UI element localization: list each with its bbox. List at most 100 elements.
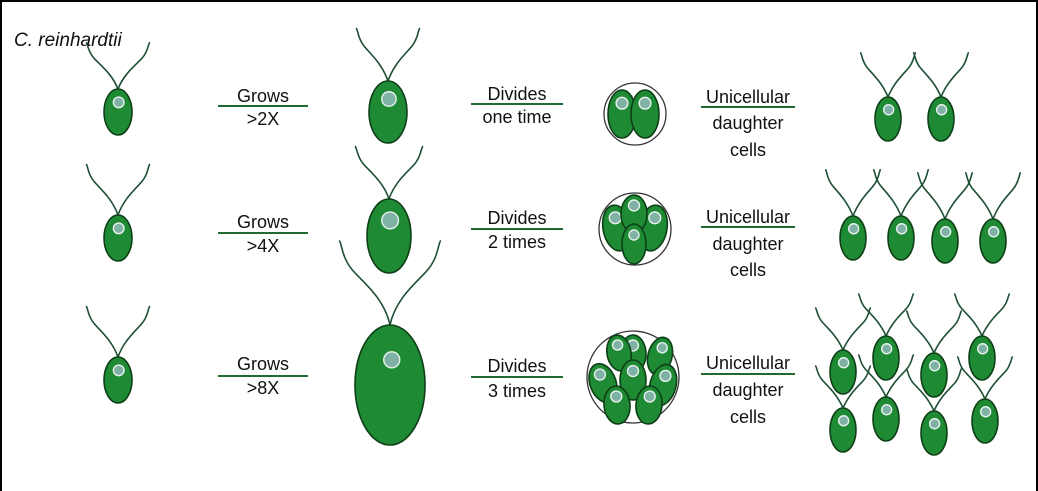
cell-nucleus: [882, 405, 892, 415]
cell-nucleus: [941, 227, 951, 237]
row3-mother-cell: [584, 331, 681, 425]
flagellum-right: [993, 173, 1020, 219]
row1-daughter-cell: [861, 53, 916, 141]
flagellum-right: [886, 294, 913, 336]
flagellum-left: [357, 29, 389, 82]
cell-nucleus: [644, 391, 656, 403]
row1-grown-cell: [357, 29, 420, 144]
cell-nucleus: [937, 105, 947, 115]
flagellum-left: [826, 170, 853, 216]
cell-nucleus: [610, 391, 622, 403]
cell-nucleus: [113, 223, 124, 234]
row3-daughter-cell: [859, 294, 914, 380]
cell-nucleus: [839, 416, 849, 426]
cell-body: [980, 219, 1006, 263]
row3-grow-factor: >8X: [247, 378, 280, 398]
flagellum-left: [955, 294, 982, 336]
flagellum-right: [843, 308, 870, 350]
row3-grow-label: Grows: [237, 354, 289, 374]
row2-divide-label: Divides: [487, 208, 546, 228]
flagellum-left: [907, 311, 934, 353]
cell-body: [921, 411, 947, 455]
flagellum-right: [118, 43, 150, 89]
flagellum-right: [118, 165, 150, 215]
cell-nucleus: [989, 227, 999, 237]
cell-nucleus: [629, 200, 640, 211]
row3-result-label-bottom: cells: [730, 407, 766, 427]
row1-grow-label: Grows: [237, 86, 289, 106]
cell-body: [104, 357, 132, 403]
row2-daughter-cell: [966, 173, 1021, 263]
flagellum-right: [388, 29, 420, 82]
cell-body: [104, 89, 132, 135]
row3-divide-count: 3 times: [488, 381, 546, 401]
row2-result-label-mid: daughter: [712, 234, 783, 254]
cell-body: [873, 336, 899, 380]
flagellum-left: [816, 308, 843, 350]
flagellum-left: [918, 173, 945, 219]
cell-nucleus: [384, 352, 400, 368]
inner-daughter-cell: [622, 224, 646, 264]
cell-body: [972, 399, 998, 443]
flagellum-left: [87, 165, 119, 215]
cell-nucleus: [884, 105, 894, 115]
row1-divide-count: one time: [482, 107, 551, 127]
flagellum-left: [861, 53, 888, 97]
figure-title: C. reinhardtii: [14, 30, 122, 51]
cell-body: [969, 336, 995, 380]
cell-body: [875, 97, 901, 141]
row1-daughter-cell: [914, 53, 969, 141]
cell-body: [830, 408, 856, 452]
cells-layer: [87, 29, 1021, 456]
flagellum-right: [901, 170, 928, 216]
row3-starting-cell: [87, 307, 150, 403]
flagellum-left: [859, 294, 886, 336]
row2-result-label-bottom: cells: [730, 260, 766, 280]
row2-divide-count: 2 times: [488, 232, 546, 252]
flagellum-left: [87, 307, 119, 357]
cell-nucleus: [882, 344, 892, 354]
row2-daughter-cell: [826, 170, 881, 260]
row2-grow-label: Grows: [237, 212, 289, 232]
cell-body: [888, 216, 914, 260]
cell-nucleus: [897, 224, 907, 234]
flagellum-right: [118, 307, 150, 357]
row3-divide-label: Divides: [487, 356, 546, 376]
cell-nucleus: [616, 97, 628, 109]
row2-starting-cell: [87, 165, 150, 261]
cell-nucleus: [849, 224, 859, 234]
cell-body: [932, 219, 958, 263]
cell-nucleus: [382, 212, 399, 229]
flagellum-right: [389, 147, 423, 200]
row2-grow-factor: >4X: [247, 236, 280, 256]
cell-body: [830, 350, 856, 394]
row2-daughter-cell: [874, 170, 929, 260]
row3-result-label-top: Unicellular: [706, 353, 790, 373]
row2-daughter-cell: [918, 173, 973, 263]
cell-nucleus: [113, 97, 124, 108]
cell-body: [921, 353, 947, 397]
row1-starting-cell: [87, 43, 150, 135]
cell-nucleus: [839, 358, 849, 368]
cell-nucleus: [629, 230, 639, 240]
cell-body: [355, 325, 425, 445]
row1-result-label-bottom: cells: [730, 140, 766, 160]
row3-result-label-mid: daughter: [712, 380, 783, 400]
cell-nucleus: [628, 366, 639, 377]
flagellum-right: [941, 53, 968, 97]
cell-nucleus: [382, 92, 396, 106]
cell-nucleus: [113, 365, 124, 376]
cell-body: [928, 97, 954, 141]
cell-body: [367, 199, 411, 273]
row3-daughter-cell: [955, 294, 1010, 380]
row1-result-label-mid: daughter: [712, 113, 783, 133]
row1-mother-cell: [604, 83, 666, 145]
flagellum-right: [982, 294, 1009, 336]
cell-nucleus: [930, 419, 940, 429]
flagellum-left: [914, 53, 941, 97]
cell-nucleus: [930, 361, 940, 371]
cell-nucleus: [639, 97, 651, 109]
row2-mother-cell: [599, 193, 671, 265]
row1-grow-factor: >2X: [247, 109, 280, 129]
